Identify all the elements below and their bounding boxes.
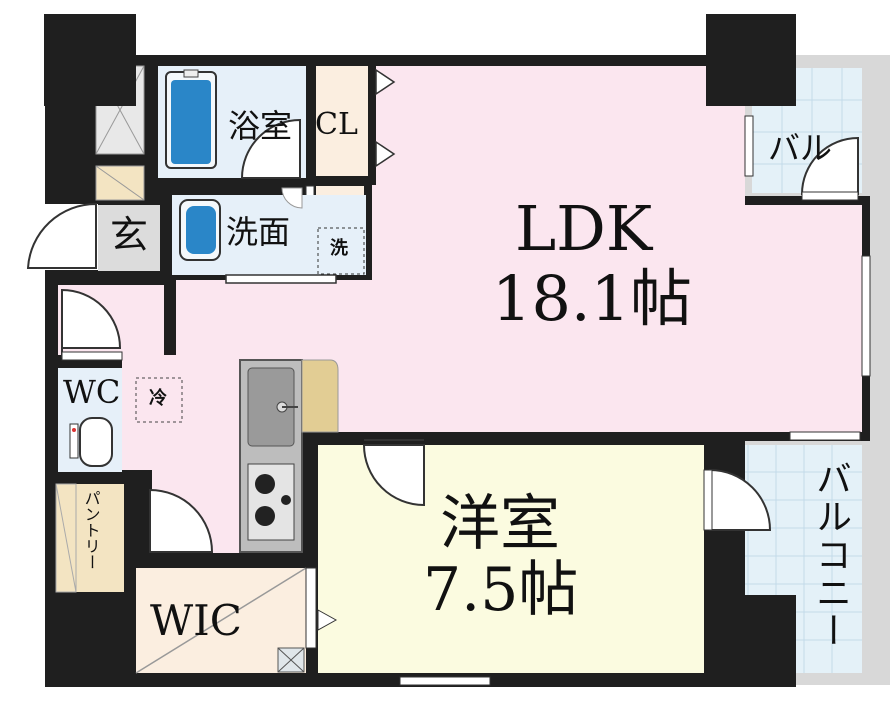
column-sw — [45, 595, 135, 687]
bathtub-inner — [171, 80, 211, 164]
ldk-size-label: 18.1帖 — [492, 262, 693, 335]
faucet — [183, 69, 199, 78]
fridge-space — [135, 377, 183, 423]
column-se — [706, 595, 796, 687]
bath-label: 浴室 — [228, 107, 293, 145]
balcony-label: バルコニー — [810, 460, 851, 650]
fridge-label: 冷 — [149, 388, 167, 409]
closet-floor — [316, 66, 368, 176]
washer-label: 洗 — [330, 238, 348, 259]
entrance-floor — [98, 205, 160, 271]
pantry-label: パントリー — [81, 490, 101, 570]
washroom-label: 洗面 — [226, 213, 291, 251]
wic-label: WIC — [150, 596, 242, 645]
western-room-size-label: 7.5帖 — [423, 555, 579, 625]
western-room-name-label: 洋室 — [440, 489, 560, 559]
closet-label: CL — [315, 107, 358, 142]
wc-label: WC — [63, 373, 121, 411]
balcony-small-label: バル — [768, 129, 833, 167]
toilet — [79, 417, 113, 467]
entrance-label: 玄 — [110, 213, 149, 257]
ldk-floor — [122, 66, 862, 553]
column-ne — [706, 14, 796, 106]
washer-space — [317, 227, 365, 275]
ldk-name-label: LDK — [515, 192, 653, 265]
column-nw — [44, 14, 136, 106]
